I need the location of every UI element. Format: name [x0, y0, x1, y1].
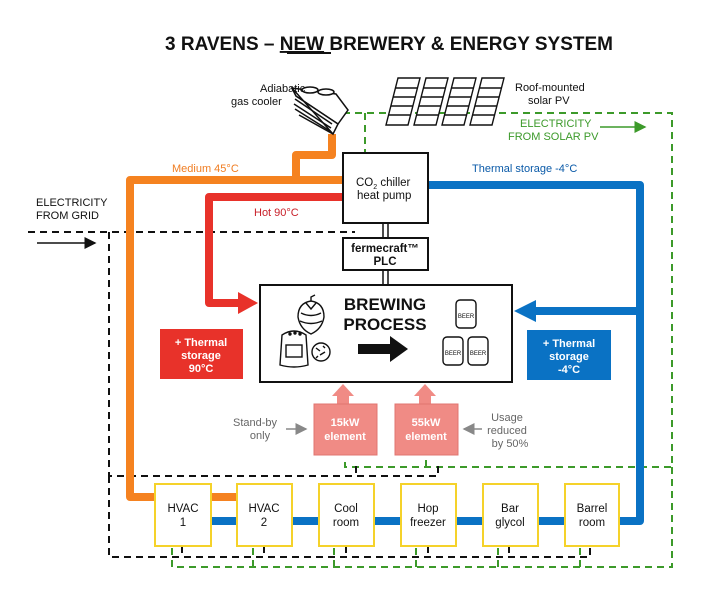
- svg-text:2: 2: [261, 517, 267, 529]
- svg-text:freezer: freezer: [410, 517, 446, 529]
- svg-text:room: room: [579, 517, 605, 529]
- medium-45c-pipe: [126, 134, 343, 501]
- hot-storage-label-2: storage: [181, 350, 221, 362]
- cold-storage-label-1: + Thermal: [543, 338, 595, 350]
- cold-loop-label: Thermal storage -4°C: [472, 163, 577, 175]
- consumer-bar-glycol[interactable]: Bar glycol: [482, 483, 539, 547]
- svg-text:Hop: Hop: [417, 503, 438, 515]
- gas-cooler-label-2: gas cooler: [231, 96, 282, 108]
- svg-text:HVAC: HVAC: [167, 503, 198, 515]
- cold-storage-label-3: -4°C: [558, 364, 580, 376]
- usage-note-1: Usage: [491, 412, 523, 424]
- gas-cooler-icon: [290, 86, 349, 136]
- medium-loop-label: Medium 45°C: [172, 163, 239, 175]
- grid-electricity-label-2: FROM GRID: [36, 210, 99, 222]
- standby-note-2: only: [250, 430, 271, 442]
- svg-text:room: room: [333, 517, 359, 529]
- solar-electricity-label-1: ELECTRICITY: [520, 118, 592, 130]
- consumer-cool-room[interactable]: Cool room: [318, 483, 375, 547]
- diagram-title: 3 RAVENS – NEW BREWERY & ENERGY SYSTEM: [165, 34, 613, 55]
- beer-can-label: BEER: [470, 351, 487, 357]
- grid-electricity-lines: [28, 231, 591, 558]
- usage-note-2: reduced: [487, 425, 527, 437]
- consumer-hvac-2[interactable]: HVAC 2: [236, 483, 293, 547]
- consumer-hvac-1[interactable]: HVAC 1: [154, 483, 212, 547]
- element-55kw[interactable]: 55kW element: [394, 384, 459, 456]
- grid-electricity-label-1: ELECTRICITY: [36, 197, 108, 209]
- element-55kw-label-2: element: [405, 431, 447, 443]
- process-arrow-icon: [358, 336, 408, 362]
- hot-arrow-icon: [238, 292, 258, 314]
- grain-sack-icon: [279, 330, 309, 368]
- beer-can-icon: [442, 299, 489, 366]
- hot-loop-label: Hot 90°C: [254, 207, 299, 219]
- hop-icon: [297, 294, 325, 335]
- usage-note-3: by 50%: [492, 438, 529, 450]
- hot-storage-label-3: 90°C: [189, 363, 214, 375]
- element-55kw-label-1: 55kW: [412, 417, 441, 429]
- hot-storage-label-1: + Thermal: [175, 337, 227, 349]
- svg-text:1: 1: [180, 517, 186, 529]
- co2-chiller-label-2: heat pump: [357, 190, 411, 202]
- hot-thermal-storage-box[interactable]: [160, 329, 243, 379]
- standby-note-1: Stand-by: [233, 417, 278, 429]
- svg-text:Barrel: Barrel: [577, 503, 608, 515]
- gas-cooler-label-1: Adiabatic: [260, 83, 306, 95]
- cold-storage-label-2: storage: [549, 351, 589, 363]
- plc-box[interactable]: [342, 237, 429, 271]
- hot-90c-pipe: [205, 193, 343, 307]
- element-15kw[interactable]: 15kW element: [313, 384, 378, 456]
- consumer-hop-freezer[interactable]: Hop freezer: [400, 483, 457, 547]
- beer-can-label: BEER: [445, 351, 462, 357]
- co2-chiller-box[interactable]: [342, 152, 429, 224]
- svg-text:Bar: Bar: [501, 503, 519, 515]
- beer-can-label: BEER: [458, 314, 475, 320]
- svg-text:Cool: Cool: [334, 503, 358, 515]
- plc-label-2: PLC: [374, 256, 397, 268]
- cold-storage-pipe: [211, 181, 644, 525]
- solar-pv-label-2: solar PV: [528, 95, 570, 107]
- malt-icon: [311, 342, 331, 362]
- brewing-process-label-2: PROCESS: [343, 315, 426, 334]
- solar-panel-icon: [385, 77, 505, 126]
- solar-electricity-lines: [171, 112, 673, 568]
- consumer-barrel-room[interactable]: Barrel room: [564, 483, 620, 547]
- co2-chiller-label-1: CO2 chiller: [356, 177, 411, 191]
- element-15kw-label-1: 15kW: [331, 417, 360, 429]
- solar-pv-label-1: Roof-mounted: [515, 82, 585, 94]
- cold-thermal-storage-box[interactable]: [527, 330, 611, 380]
- brewing-process-label-1: BREWING: [344, 295, 426, 314]
- svg-text:glycol: glycol: [495, 517, 524, 529]
- element-15kw-label-2: element: [324, 431, 366, 443]
- svg-text:HVAC: HVAC: [248, 503, 279, 515]
- plc-label-1: fermecraft™: [351, 243, 419, 255]
- solar-electricity-label-2: FROM SOLAR PV: [508, 131, 599, 143]
- cold-arrow-icon: [514, 300, 536, 322]
